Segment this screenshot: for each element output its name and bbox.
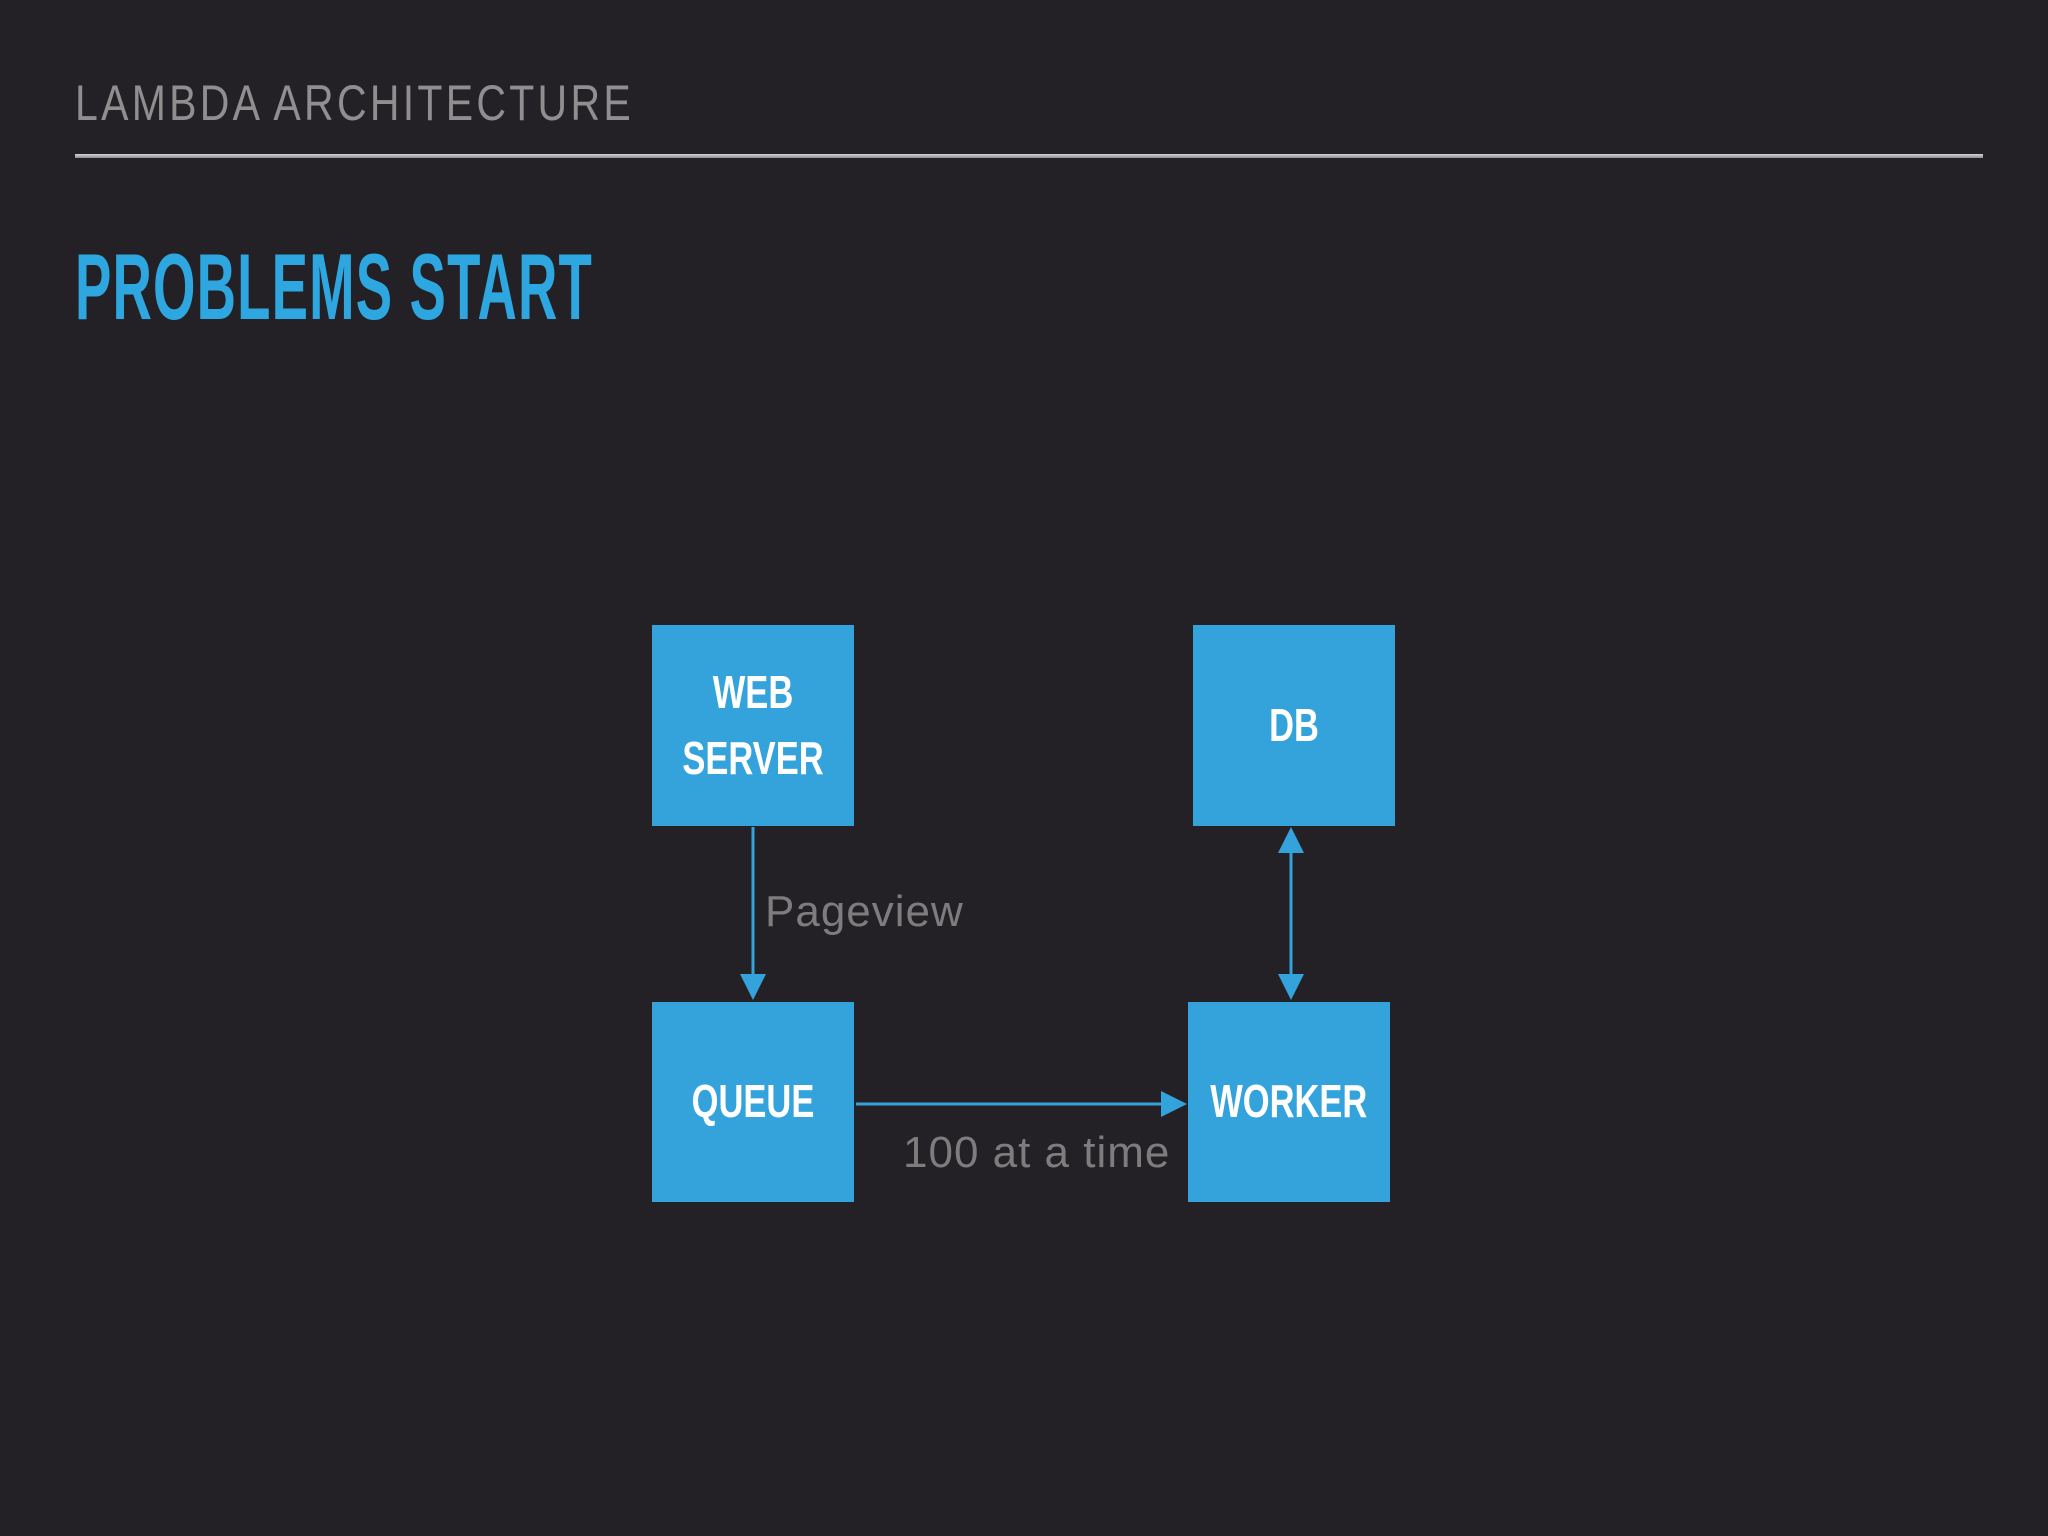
node-label: DB: [1269, 698, 1319, 751]
edge-label-pageview: Pageview: [765, 887, 964, 936]
slide-header-text: LAMBDA ARCHITECTURE: [75, 75, 634, 131]
edge-db-worker-bidirectional: [1278, 827, 1304, 1000]
arrowhead-up-icon: [1278, 827, 1304, 853]
page-title: PROBLEMS START: [75, 233, 968, 341]
node-web-server: WEB SERVER: [652, 625, 854, 826]
node-worker: WORKER: [1188, 1002, 1390, 1202]
node-db: DB: [1193, 625, 1395, 826]
arrowhead-down-icon: [1278, 974, 1304, 1000]
slide-header: LAMBDA ARCHITECTURE: [75, 74, 757, 132]
arrowhead-right-icon: [1161, 1091, 1187, 1117]
edge-webserver-to-queue: [740, 827, 766, 1000]
edge-queue-to-worker: [856, 1091, 1187, 1117]
edge-label-100-at-a-time: 100 at a time: [903, 1128, 1171, 1177]
node-label: WEB SERVER: [682, 666, 824, 784]
arrowhead-down-icon: [740, 974, 766, 1000]
node-label: QUEUE: [691, 1075, 815, 1128]
page-title-text: PROBLEMS START: [75, 234, 594, 339]
node-queue: QUEUE: [652, 1002, 854, 1202]
header-divider: [75, 154, 1983, 158]
node-label: WORKER: [1210, 1075, 1368, 1128]
